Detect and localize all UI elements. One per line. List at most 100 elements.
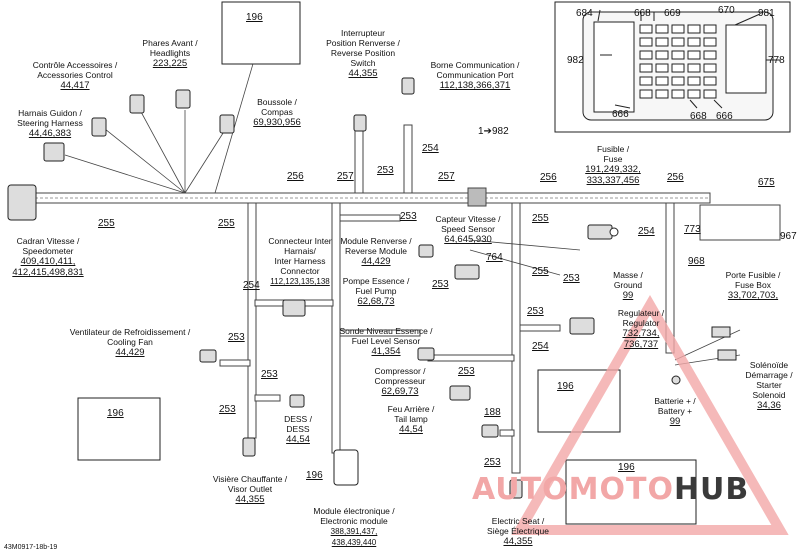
label-fuse: Fusible / Fuse 191,249,332, 333,337,456 xyxy=(585,144,641,186)
watermark-triangle xyxy=(511,295,789,535)
label-fuel-level: Sonde Niveau Essence / Fuel Level Sensor… xyxy=(339,326,433,357)
fuse-box-ref: 669 xyxy=(664,8,681,19)
label-dess: DESS / DESS 44,54 xyxy=(284,414,312,445)
callout-253: 253 xyxy=(219,404,236,415)
reverse-switch-connector-icon xyxy=(353,114,367,132)
callout-254: 254 xyxy=(638,226,655,237)
label-ground: Masse / Ground 99 xyxy=(613,270,643,301)
label-starter-solenoid: Solénoïde Démarrage / Starter Solenoid 3… xyxy=(745,360,793,411)
callout-255: 255 xyxy=(532,266,549,277)
callout-253: 253 xyxy=(377,165,394,176)
headlight-right-connector-icon xyxy=(175,89,191,109)
callout-773: 773 xyxy=(684,224,701,235)
main-trunk xyxy=(29,187,711,207)
callout-256: 256 xyxy=(287,171,304,182)
label-battery: Batterie + / Battery + 99 xyxy=(654,396,696,427)
label-comm-port: Borne Communication / Communication Port… xyxy=(430,60,520,91)
solenoid-lower-icon xyxy=(717,349,737,361)
diagram-code: 43M0917-18b-19 xyxy=(4,544,58,551)
label-speed-sensor: Capteur Vitesse / Speed Sensor 64,645,93… xyxy=(435,214,501,245)
regulator-connector-icon xyxy=(569,317,595,335)
callout-256: 256 xyxy=(540,172,557,183)
fuse-box-ref: 666 xyxy=(716,111,733,122)
solenoid-upper-icon xyxy=(711,326,731,338)
callout-253: 253 xyxy=(228,332,245,343)
electronic-module-icon xyxy=(333,449,359,486)
dess-connector-icon xyxy=(289,394,305,408)
callout-967: 967 xyxy=(780,231,797,242)
connector-glyphs xyxy=(7,77,737,499)
cooling-fan-connector-icon xyxy=(199,349,217,363)
callout-255: 255 xyxy=(532,213,549,224)
callout-196: 196 xyxy=(107,408,124,419)
comm-port-connector-icon xyxy=(401,77,415,95)
callout-253: 253 xyxy=(484,457,501,468)
fuse-box-ref: 981 xyxy=(758,8,775,19)
fuse-box-ref: 982 xyxy=(567,55,584,66)
label-accessories-control: Contrôle Accessoires / Accessories Contr… xyxy=(32,60,118,91)
branch-wires xyxy=(219,124,781,474)
label-headlights: Phares Avant / Headlights 223,225 xyxy=(142,38,198,69)
callout-764: 764 xyxy=(486,252,503,263)
label-tail-lamp: Feu Arrière / Tail lamp 44,54 xyxy=(387,404,435,435)
speedometer-connector-icon xyxy=(7,184,37,221)
inset-box-bottom xyxy=(565,459,697,525)
steering-harness-connector-icon xyxy=(43,142,65,162)
callout-253: 253 xyxy=(261,369,278,380)
headlight-left-connector-icon xyxy=(129,94,145,114)
callout-257: 257 xyxy=(438,171,455,182)
fuse-box-ref: 666 xyxy=(612,109,629,120)
label-regulator: Regulateur / Regulator 732,734, 736,737 xyxy=(617,308,665,350)
callout-982: 1➔982 xyxy=(478,126,509,137)
label-compressor: Compressor / Compresseur 62,69,73 xyxy=(374,366,426,397)
callout-196: 196 xyxy=(306,470,323,481)
callout-254: 254 xyxy=(532,341,549,352)
tail-lamp-connector-icon xyxy=(481,424,499,438)
label-electronic-module: Module électronique / Electronic module … xyxy=(313,506,395,547)
inset-box-top xyxy=(221,1,301,65)
callout-188: 188 xyxy=(484,407,501,418)
label-speedometer: Cadran Vitesse / Speedometer 409,410,411… xyxy=(12,236,84,278)
fuse-box-ref: 778 xyxy=(768,55,785,66)
fan-out-lines xyxy=(64,39,741,366)
callout-255: 255 xyxy=(98,218,115,229)
fuse-box-ref: 670 xyxy=(718,5,735,16)
battery-terminal-icon xyxy=(671,375,681,385)
callout-255: 255 xyxy=(218,218,235,229)
callout-257: 257 xyxy=(337,171,354,182)
label-reverse-switch: Interrupteur Position Renverse / Reverse… xyxy=(326,28,400,79)
callout-968: 968 xyxy=(688,256,705,267)
visor-outlet-connector-icon xyxy=(242,437,256,457)
electric-seat-connector-icon xyxy=(509,479,523,499)
label-reverse-module: Module Renverse / Reverse Module 44,429 xyxy=(340,236,412,267)
inter-harness-connector-icon xyxy=(282,299,306,317)
fuse-box-ref: 668 xyxy=(690,111,707,122)
watermark-logo: AUTOMOTOHUB xyxy=(472,472,750,507)
accessories-connector-icon xyxy=(91,117,107,137)
inset-box-left xyxy=(77,397,161,461)
callout-196: 196 xyxy=(618,462,635,473)
fuel-level-connector-icon xyxy=(417,347,435,361)
callout-253: 253 xyxy=(458,366,475,377)
callout-675: 675 xyxy=(758,177,775,188)
callout-253: 253 xyxy=(527,306,544,317)
compass-connector-icon xyxy=(219,114,235,134)
callout-196: 196 xyxy=(246,12,263,23)
label-compass: Boussole / Compas 69,930,956 xyxy=(253,97,301,128)
fuse-box-ref: 668 xyxy=(634,8,651,19)
inset-boxes xyxy=(77,1,697,525)
fuse-box-detail xyxy=(554,1,791,133)
speed-sensor-connector-icon xyxy=(587,224,613,240)
compressor-connector-icon xyxy=(449,385,471,401)
callout-253: 253 xyxy=(400,211,417,222)
callout-253: 253 xyxy=(563,273,580,284)
label-fuse-box: Porte Fusible / Fuse Box 33,702,703, xyxy=(725,270,781,301)
label-visor-outlet: Visière Chauffante / Visor Outlet 44,355 xyxy=(212,474,288,505)
ground-terminal-icon xyxy=(609,227,619,237)
label-inter-harness: Connecteur Inter Harnais/ Inter Harness … xyxy=(268,236,332,286)
callout-196: 196 xyxy=(557,381,574,392)
callout-254: 254 xyxy=(422,143,439,154)
fuse-box-ref: 684 xyxy=(576,8,593,19)
